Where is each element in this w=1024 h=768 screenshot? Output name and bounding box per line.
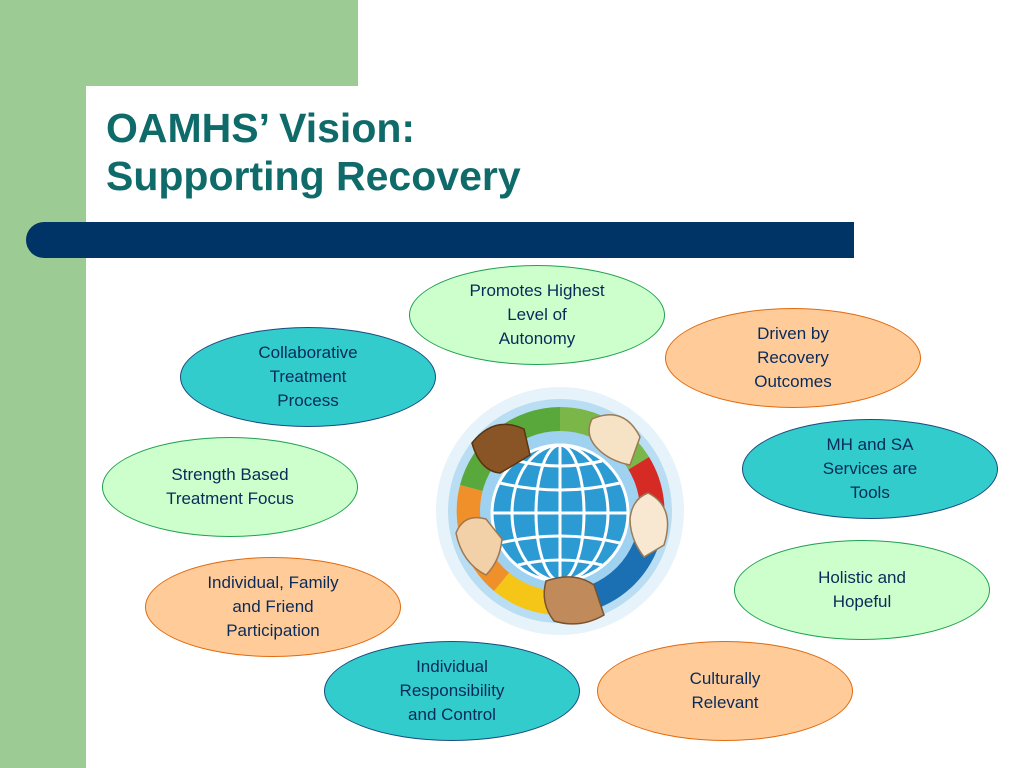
oval-text: Individual, Family and Friend Participat… bbox=[207, 573, 339, 640]
globe-with-hands-icon bbox=[436, 387, 684, 635]
oval-text: Culturally Relevant bbox=[689, 669, 761, 712]
title-line-2: Supporting Recovery bbox=[106, 153, 521, 199]
oval-text: Promotes Highest Level of Autonomy bbox=[469, 281, 605, 348]
oval-culturally-relevant: Culturally Relevant bbox=[597, 641, 853, 741]
title-divider-bar bbox=[26, 222, 854, 258]
oval-promotes-autonomy: Promotes Highest Level of Autonomy bbox=[409, 265, 665, 365]
green-side-band bbox=[0, 0, 86, 768]
oval-services-are-tools: MH and SA Services are Tools bbox=[742, 419, 998, 519]
oval-text: Driven by Recovery Outcomes bbox=[754, 324, 832, 391]
oval-collaborative-treatment: Collaborative Treatment Process bbox=[180, 327, 436, 427]
oval-holistic-hopeful: Holistic and Hopeful bbox=[734, 540, 990, 640]
oval-family-participation: Individual, Family and Friend Participat… bbox=[145, 557, 401, 657]
oval-text: Collaborative Treatment Process bbox=[258, 343, 358, 410]
oval-text: MH and SA Services are Tools bbox=[822, 435, 918, 502]
oval-strength-based: Strength Based Treatment Focus bbox=[102, 437, 358, 537]
oval-individual-responsibility: Individual Responsibility and Control bbox=[324, 641, 580, 741]
oval-driven-by-outcomes: Driven by Recovery Outcomes bbox=[665, 308, 921, 408]
hands-icon bbox=[455, 414, 669, 625]
title-line-1: OAMHS’ Vision: bbox=[106, 105, 416, 151]
oval-text: Individual Responsibility and Control bbox=[399, 657, 505, 724]
green-top-band bbox=[86, 0, 358, 86]
oval-text: Strength Based Treatment Focus bbox=[166, 465, 294, 508]
slide-title: OAMHS’ Vision: Supporting Recovery bbox=[106, 104, 521, 200]
oval-text: Holistic and Hopeful bbox=[818, 568, 906, 611]
